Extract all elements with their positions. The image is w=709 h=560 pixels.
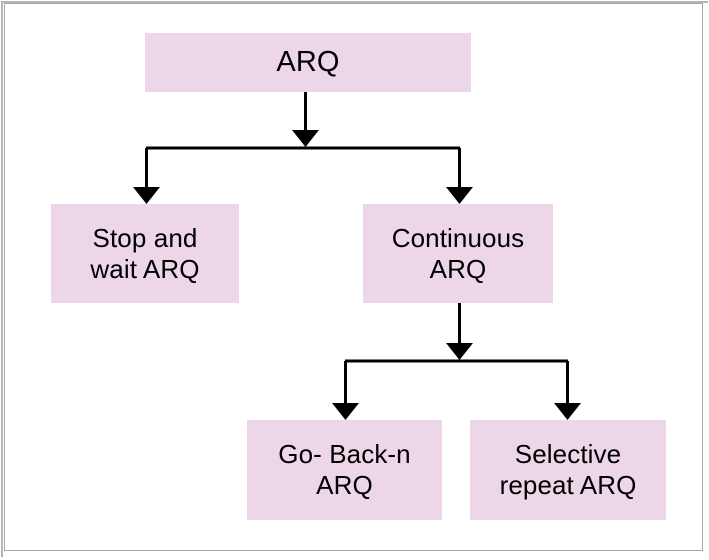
node-selective-repeat-arq[interactable]: Selective repeat ARQ	[470, 420, 666, 520]
edge-arq-to-level1	[133, 92, 473, 204]
node-stop-and-wait-arq[interactable]: Stop and wait ARQ	[51, 204, 239, 303]
node-continuous-arq[interactable]: Continuous ARQ	[363, 204, 553, 303]
node-go-back-n-arq[interactable]: Go- Back-n ARQ	[247, 420, 442, 520]
node-arq[interactable]: ARQ	[145, 33, 471, 92]
edge-continuous-to-level2	[332, 303, 581, 420]
